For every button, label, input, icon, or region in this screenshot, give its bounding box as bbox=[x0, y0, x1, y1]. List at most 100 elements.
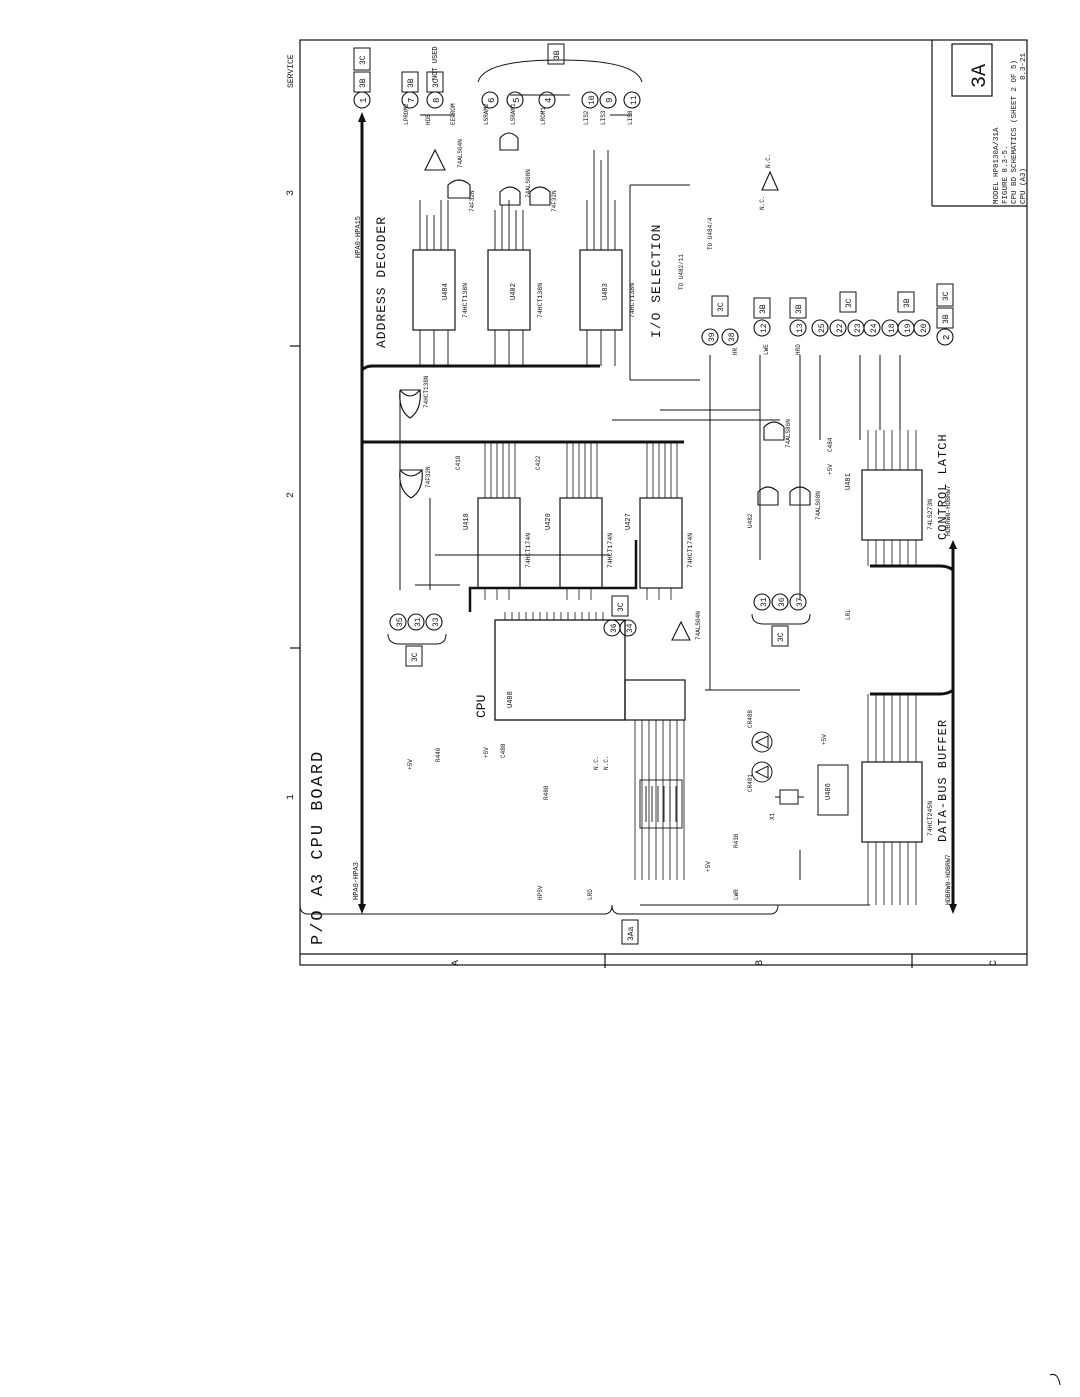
io-connectors: 39 38 3C 12 3B 13 3B 25 22 23 24 3C 18 1… bbox=[701, 283, 954, 346]
io-ref-3: 3B bbox=[795, 304, 804, 314]
conn-group-ref: 3B bbox=[553, 50, 562, 60]
u487-part: 74ALS04N bbox=[457, 139, 464, 168]
cr481-ref: CR481 bbox=[747, 774, 754, 792]
sheet-id-box: 3A bbox=[951, 43, 993, 97]
connector-lprom2: 7 3B bbox=[401, 71, 419, 109]
resistor-network bbox=[639, 779, 683, 829]
sig-lwr: LWR bbox=[733, 889, 740, 900]
sig-hdb: HDB bbox=[425, 114, 432, 125]
u485-part: 74F32N bbox=[425, 466, 432, 488]
bus-label-data-left: HDBRW0-HDBRW7 bbox=[945, 854, 952, 905]
zone-col-1: 1 bbox=[286, 794, 297, 800]
u483-gate-part: 74HCT138N bbox=[423, 375, 430, 408]
u482-part: 74HCT138N bbox=[537, 283, 544, 318]
decoder-gates bbox=[424, 132, 551, 206]
u486-ref: U486 bbox=[825, 783, 833, 800]
section-address-decoder: ADDRESS DECODER bbox=[374, 216, 389, 348]
bus-label-address-top: HPA0-HPA15 bbox=[355, 216, 363, 258]
to-u482: TO U482/11 bbox=[678, 254, 685, 290]
left-ref: 3C bbox=[411, 652, 420, 662]
control-latch-u481: U481 74LS273N bbox=[845, 430, 934, 566]
io-gate-part-2: 74ALS08N bbox=[815, 491, 822, 520]
title-block-figure: FIGURE 8.3-5. bbox=[1002, 145, 1010, 204]
latch-ena-3: 20 bbox=[920, 323, 929, 333]
title-block: MODEL HP8130A/31A FIGURE 8.3-5. CPU BD S… bbox=[993, 52, 1028, 204]
u481-part: 74LS273N bbox=[927, 499, 934, 530]
data-bus-buffer-u486: U486 74HCT245N bbox=[817, 694, 934, 905]
connector-hdb: 8 3C bbox=[426, 71, 444, 109]
vcc-latch: +5V bbox=[827, 464, 834, 475]
u484-ref: U484 bbox=[442, 283, 450, 300]
u482-ref: U482 bbox=[510, 283, 518, 300]
sig-lis3: LIS3 bbox=[600, 110, 607, 125]
sig-not-used: NOT USED bbox=[432, 46, 440, 80]
conn-top-num: 1 bbox=[359, 98, 369, 103]
nc-upper-1: N.C. bbox=[759, 196, 766, 210]
conn-lis3-num: 9 bbox=[605, 98, 615, 103]
r438-ref: R438 bbox=[733, 833, 740, 848]
left-connectors: 35 31 33 3C bbox=[387, 613, 447, 667]
vcc-buffer: +5V bbox=[821, 734, 828, 745]
sig-hpsv: HPSV bbox=[537, 885, 544, 900]
io-lwe-num: 12 bbox=[760, 323, 769, 333]
u486-part: 74ALS04N bbox=[695, 611, 702, 640]
r440-ref: R440 bbox=[435, 747, 442, 762]
u488-and-part: 74ALS08N bbox=[525, 169, 532, 198]
c488-ref: C488 bbox=[500, 743, 507, 758]
mid-sig-3: 37 bbox=[796, 597, 805, 607]
r488-ref: R488 bbox=[543, 785, 550, 800]
cr481-led bbox=[751, 761, 773, 783]
latch-ena-1: 18 bbox=[888, 323, 897, 333]
cpu-ref: U488 bbox=[507, 691, 515, 708]
u483-ref: U483 bbox=[602, 283, 610, 300]
io-ref-1: 3C bbox=[717, 302, 726, 312]
sig-hr: HR bbox=[732, 347, 739, 355]
u488-and-part-2: 74F32N bbox=[551, 190, 558, 212]
io-gate-part-1: 74ALS86N bbox=[785, 419, 792, 448]
zone-row-c: C bbox=[989, 960, 1000, 966]
mid-sig-1: 31 bbox=[760, 597, 769, 607]
sig-lsram1: LSRAM1 bbox=[510, 103, 517, 125]
u418-ref: U418 bbox=[463, 513, 471, 530]
latch-out-2: 22 bbox=[836, 323, 845, 333]
zone-col-3: 3 bbox=[286, 190, 297, 196]
section-control-latch: CONTROL LATCH bbox=[936, 433, 950, 540]
nc-upper-2: N.C. bbox=[765, 154, 772, 168]
u485-gate bbox=[399, 389, 424, 499]
u427-ref: U427 bbox=[625, 513, 633, 530]
cpu-side-connectors: 36 34 3C bbox=[603, 595, 637, 637]
left-sig-1: 35 bbox=[396, 617, 405, 627]
nc-cpu-2: N.C. bbox=[603, 756, 610, 770]
u420-part: 74HCT174N bbox=[607, 533, 614, 568]
connector-top-right: 1 3B 3C bbox=[353, 47, 371, 109]
service-label: SERVICE bbox=[287, 54, 296, 88]
conn-lsram1-num: 5 bbox=[512, 98, 522, 103]
stray-mark bbox=[1049, 1374, 1061, 1386]
io-ref-4: 3C bbox=[845, 298, 854, 308]
title-block-board: CPU (A3) bbox=[1020, 168, 1028, 204]
latch-out-1: 25 bbox=[818, 323, 827, 333]
u482-decoder: U482 74HCT138N bbox=[487, 249, 544, 331]
cpu-side-2: 34 bbox=[626, 623, 635, 633]
cr488-led bbox=[751, 731, 773, 753]
section-data-bus-buffer: DATA-BUS BUFFER bbox=[936, 719, 950, 842]
u489-part: 74F32N bbox=[469, 190, 476, 212]
io-ref-5: 3B bbox=[903, 298, 912, 308]
x1-ref: X1 bbox=[769, 812, 776, 820]
title-block-model: MODEL HP8130A/31A bbox=[993, 127, 1001, 204]
sig-lis8: LIS8 bbox=[627, 110, 634, 125]
io-ref-2: 3B bbox=[759, 304, 768, 314]
cpu-side-ref: 3C bbox=[617, 602, 626, 612]
mid-connectors: 31 36 37 3C bbox=[751, 593, 811, 647]
bus-label-data-right: HDBRW0-HDBRW7 bbox=[945, 485, 952, 536]
sig-lsram2: LSRAM2 bbox=[483, 103, 490, 125]
title-block-page: 8.3-21 bbox=[1020, 52, 1028, 80]
sig-lis2: LIS2 bbox=[583, 110, 590, 125]
zone-row-b: B bbox=[755, 960, 766, 966]
u483-decoder: U483 74HCT138N bbox=[579, 249, 636, 331]
sig-eeprom: EEPROM bbox=[450, 103, 457, 125]
left-sig-3: 33 bbox=[432, 617, 441, 627]
zone-labels: 1 2 3 A B C bbox=[286, 190, 1000, 966]
u486-buffer bbox=[671, 620, 691, 641]
latch-out-3: 23 bbox=[854, 323, 863, 333]
